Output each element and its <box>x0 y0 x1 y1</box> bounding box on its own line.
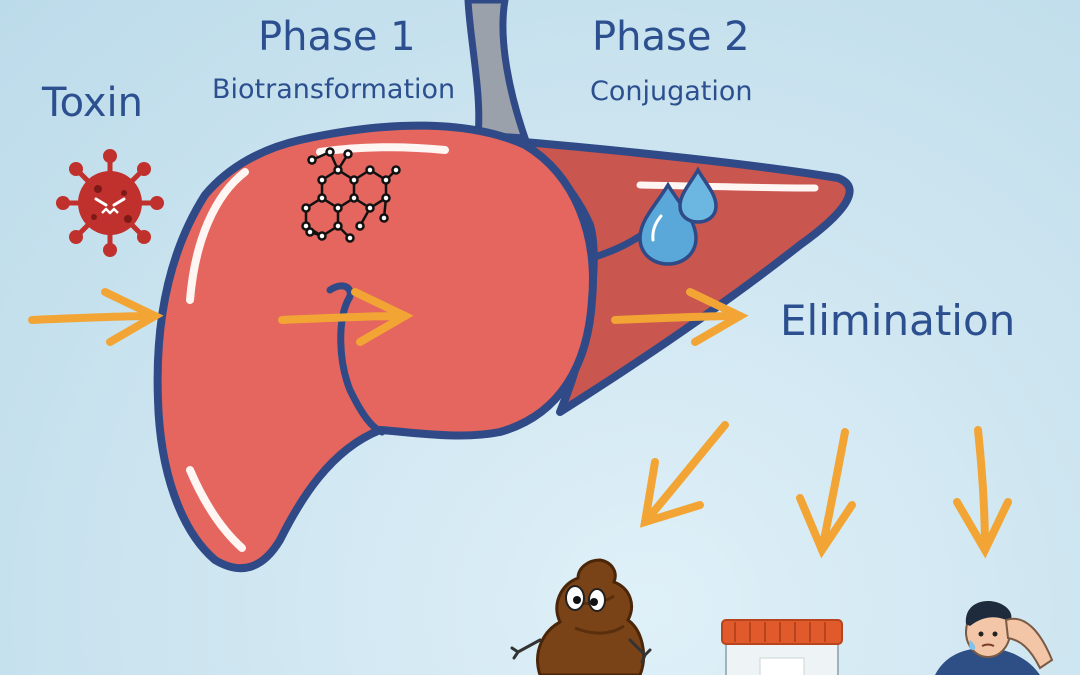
virus-icon <box>56 149 164 257</box>
phase1-subtitle: Biotransformation <box>212 74 456 105</box>
stool-icon <box>510 558 652 675</box>
urine-specimen-cup-icon <box>721 619 843 675</box>
phase2-subtitle: Conjugation <box>590 76 753 107</box>
liver-fissure <box>326 282 386 436</box>
toxin-label: Toxin <box>42 80 144 126</box>
liver-highlight <box>636 181 819 192</box>
arrow-phase2 <box>611 288 749 346</box>
liver-highlight <box>186 168 249 304</box>
arrow-into-liver <box>28 288 164 346</box>
phase1-title: Phase 1 <box>258 14 416 60</box>
molecule-icon <box>301 147 401 243</box>
phase2-title: Phase 2 <box>592 14 750 60</box>
liver-highlight <box>186 466 246 552</box>
water-droplets-icon <box>638 166 718 266</box>
arrow-to-sweat <box>953 426 1012 559</box>
liver-lobe-joint <box>588 232 644 262</box>
elimination-label: Elimination <box>780 296 1016 345</box>
arrow-phase1 <box>278 288 414 346</box>
hepatic-vessel <box>464 0 531 142</box>
sweating-person-icon <box>935 600 1054 675</box>
arrow-to-stool <box>639 421 729 528</box>
arrow-to-urine <box>796 428 856 559</box>
liver-right-lobe <box>153 121 597 573</box>
